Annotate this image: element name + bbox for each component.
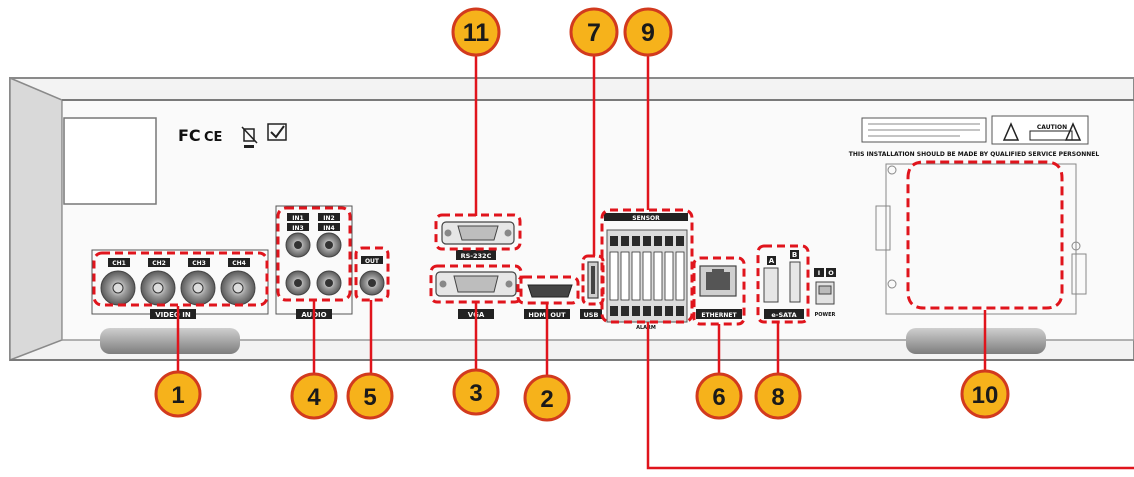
rca-in1 xyxy=(285,232,311,258)
label-ch2: CH2 xyxy=(152,260,166,267)
callout-6: 6 xyxy=(695,372,743,420)
rca-in3 xyxy=(285,270,311,296)
label-audio-in3: IN3 xyxy=(292,225,303,232)
ethernet-port[interactable]: ETHERNET xyxy=(692,256,746,326)
right-foot xyxy=(906,328,1046,354)
label-audio-out: OUT xyxy=(365,258,380,265)
terminal-row-top xyxy=(610,236,684,246)
label-video-in: VIDEO IN xyxy=(155,311,191,319)
label-esata-a: A xyxy=(769,257,775,265)
callout-2: 2 xyxy=(523,374,571,422)
callout-10: 10 xyxy=(960,369,1010,419)
warning-icon-left xyxy=(1002,122,1020,141)
check-icon xyxy=(267,123,287,141)
power-on-label: I xyxy=(818,269,820,277)
svg-text:8: 8 xyxy=(771,384,784,411)
warning-icon-right xyxy=(1064,122,1082,141)
callout-4: 4 xyxy=(290,372,338,420)
svg-text:3: 3 xyxy=(469,380,482,407)
power-switch[interactable]: I O POWER xyxy=(814,268,836,318)
svg-text:5: 5 xyxy=(363,384,376,411)
label-rs232c: RS-232C xyxy=(461,252,492,260)
label-sensor: SENSOR xyxy=(632,215,660,222)
svg-text:2: 2 xyxy=(540,386,553,413)
left-foot xyxy=(100,328,240,354)
label-audio-in4: IN4 xyxy=(323,225,334,232)
svg-text:10: 10 xyxy=(972,382,999,409)
callout-9: 9 xyxy=(623,7,673,57)
label-alarm: ALARM xyxy=(636,325,656,331)
label-power-switch: POWER xyxy=(815,312,836,318)
sensor-alarm-terminal[interactable]: SENSOR ALARM xyxy=(600,208,694,331)
rca-out xyxy=(359,270,385,296)
label-usb: USB xyxy=(584,311,599,319)
esata-ports[interactable]: A B e-SATA xyxy=(756,244,810,324)
terminal-screws xyxy=(609,251,685,301)
video-in-ports[interactable]: CH1 CH2 CH3 CH4 VIDEO IN xyxy=(91,249,269,319)
label-ch3: CH3 xyxy=(192,260,206,267)
svg-text:6: 6 xyxy=(712,384,725,411)
power-off-label: O xyxy=(828,269,834,277)
callout-7: 7 xyxy=(569,7,619,57)
label-ch1: CH1 xyxy=(112,260,126,267)
label-esata: e-SATA xyxy=(771,311,796,319)
callout-3: 3 xyxy=(452,368,500,416)
label-audio-in1: IN1 xyxy=(292,215,303,222)
rca-in2 xyxy=(316,232,342,258)
label-plate xyxy=(63,117,157,205)
safety-notice-text: THIS INSTALLATION SHOULD BE MADE BY QUAL… xyxy=(849,151,1100,158)
fcc-mark: FC xyxy=(178,126,201,145)
svg-text:7: 7 xyxy=(587,19,601,47)
callouts: 11 7 9 1 4 5 3 2 6 8 10 xyxy=(154,7,1010,422)
weee-icon xyxy=(241,126,258,148)
label-ethernet: ETHERNET xyxy=(701,312,737,319)
certification-marks: FC CE xyxy=(178,123,287,148)
terminal-row-bottom xyxy=(610,306,684,316)
callout-1: 1 xyxy=(154,370,202,418)
svg-text:9: 9 xyxy=(641,19,655,47)
callout-11: 11 xyxy=(451,7,501,57)
svg-text:4: 4 xyxy=(307,384,321,411)
rca-in4 xyxy=(316,270,342,296)
bnc-ch2 xyxy=(140,258,176,306)
bnc-ch3 xyxy=(180,258,216,306)
ce-mark: CE xyxy=(204,130,222,145)
svg-text:11: 11 xyxy=(463,19,490,47)
callout-5: 5 xyxy=(346,372,394,420)
label-ch4: CH4 xyxy=(232,260,246,267)
label-esata-b: B xyxy=(792,251,797,259)
svg-text:1: 1 xyxy=(171,382,184,409)
caution-text: CAUTION xyxy=(1037,124,1067,131)
audio-out-port[interactable]: OUT xyxy=(354,246,390,302)
rs232c-port[interactable]: RS-232C xyxy=(434,213,522,260)
safety-label-block: CAUTION THIS INSTALLATION SHOULD BE MADE… xyxy=(849,115,1100,158)
power-inlet-area[interactable] xyxy=(875,160,1087,315)
label-audio-in2: IN2 xyxy=(323,215,334,222)
callout-8: 8 xyxy=(754,372,802,420)
bnc-ch4 xyxy=(220,258,256,306)
leader-lines xyxy=(176,54,1134,470)
